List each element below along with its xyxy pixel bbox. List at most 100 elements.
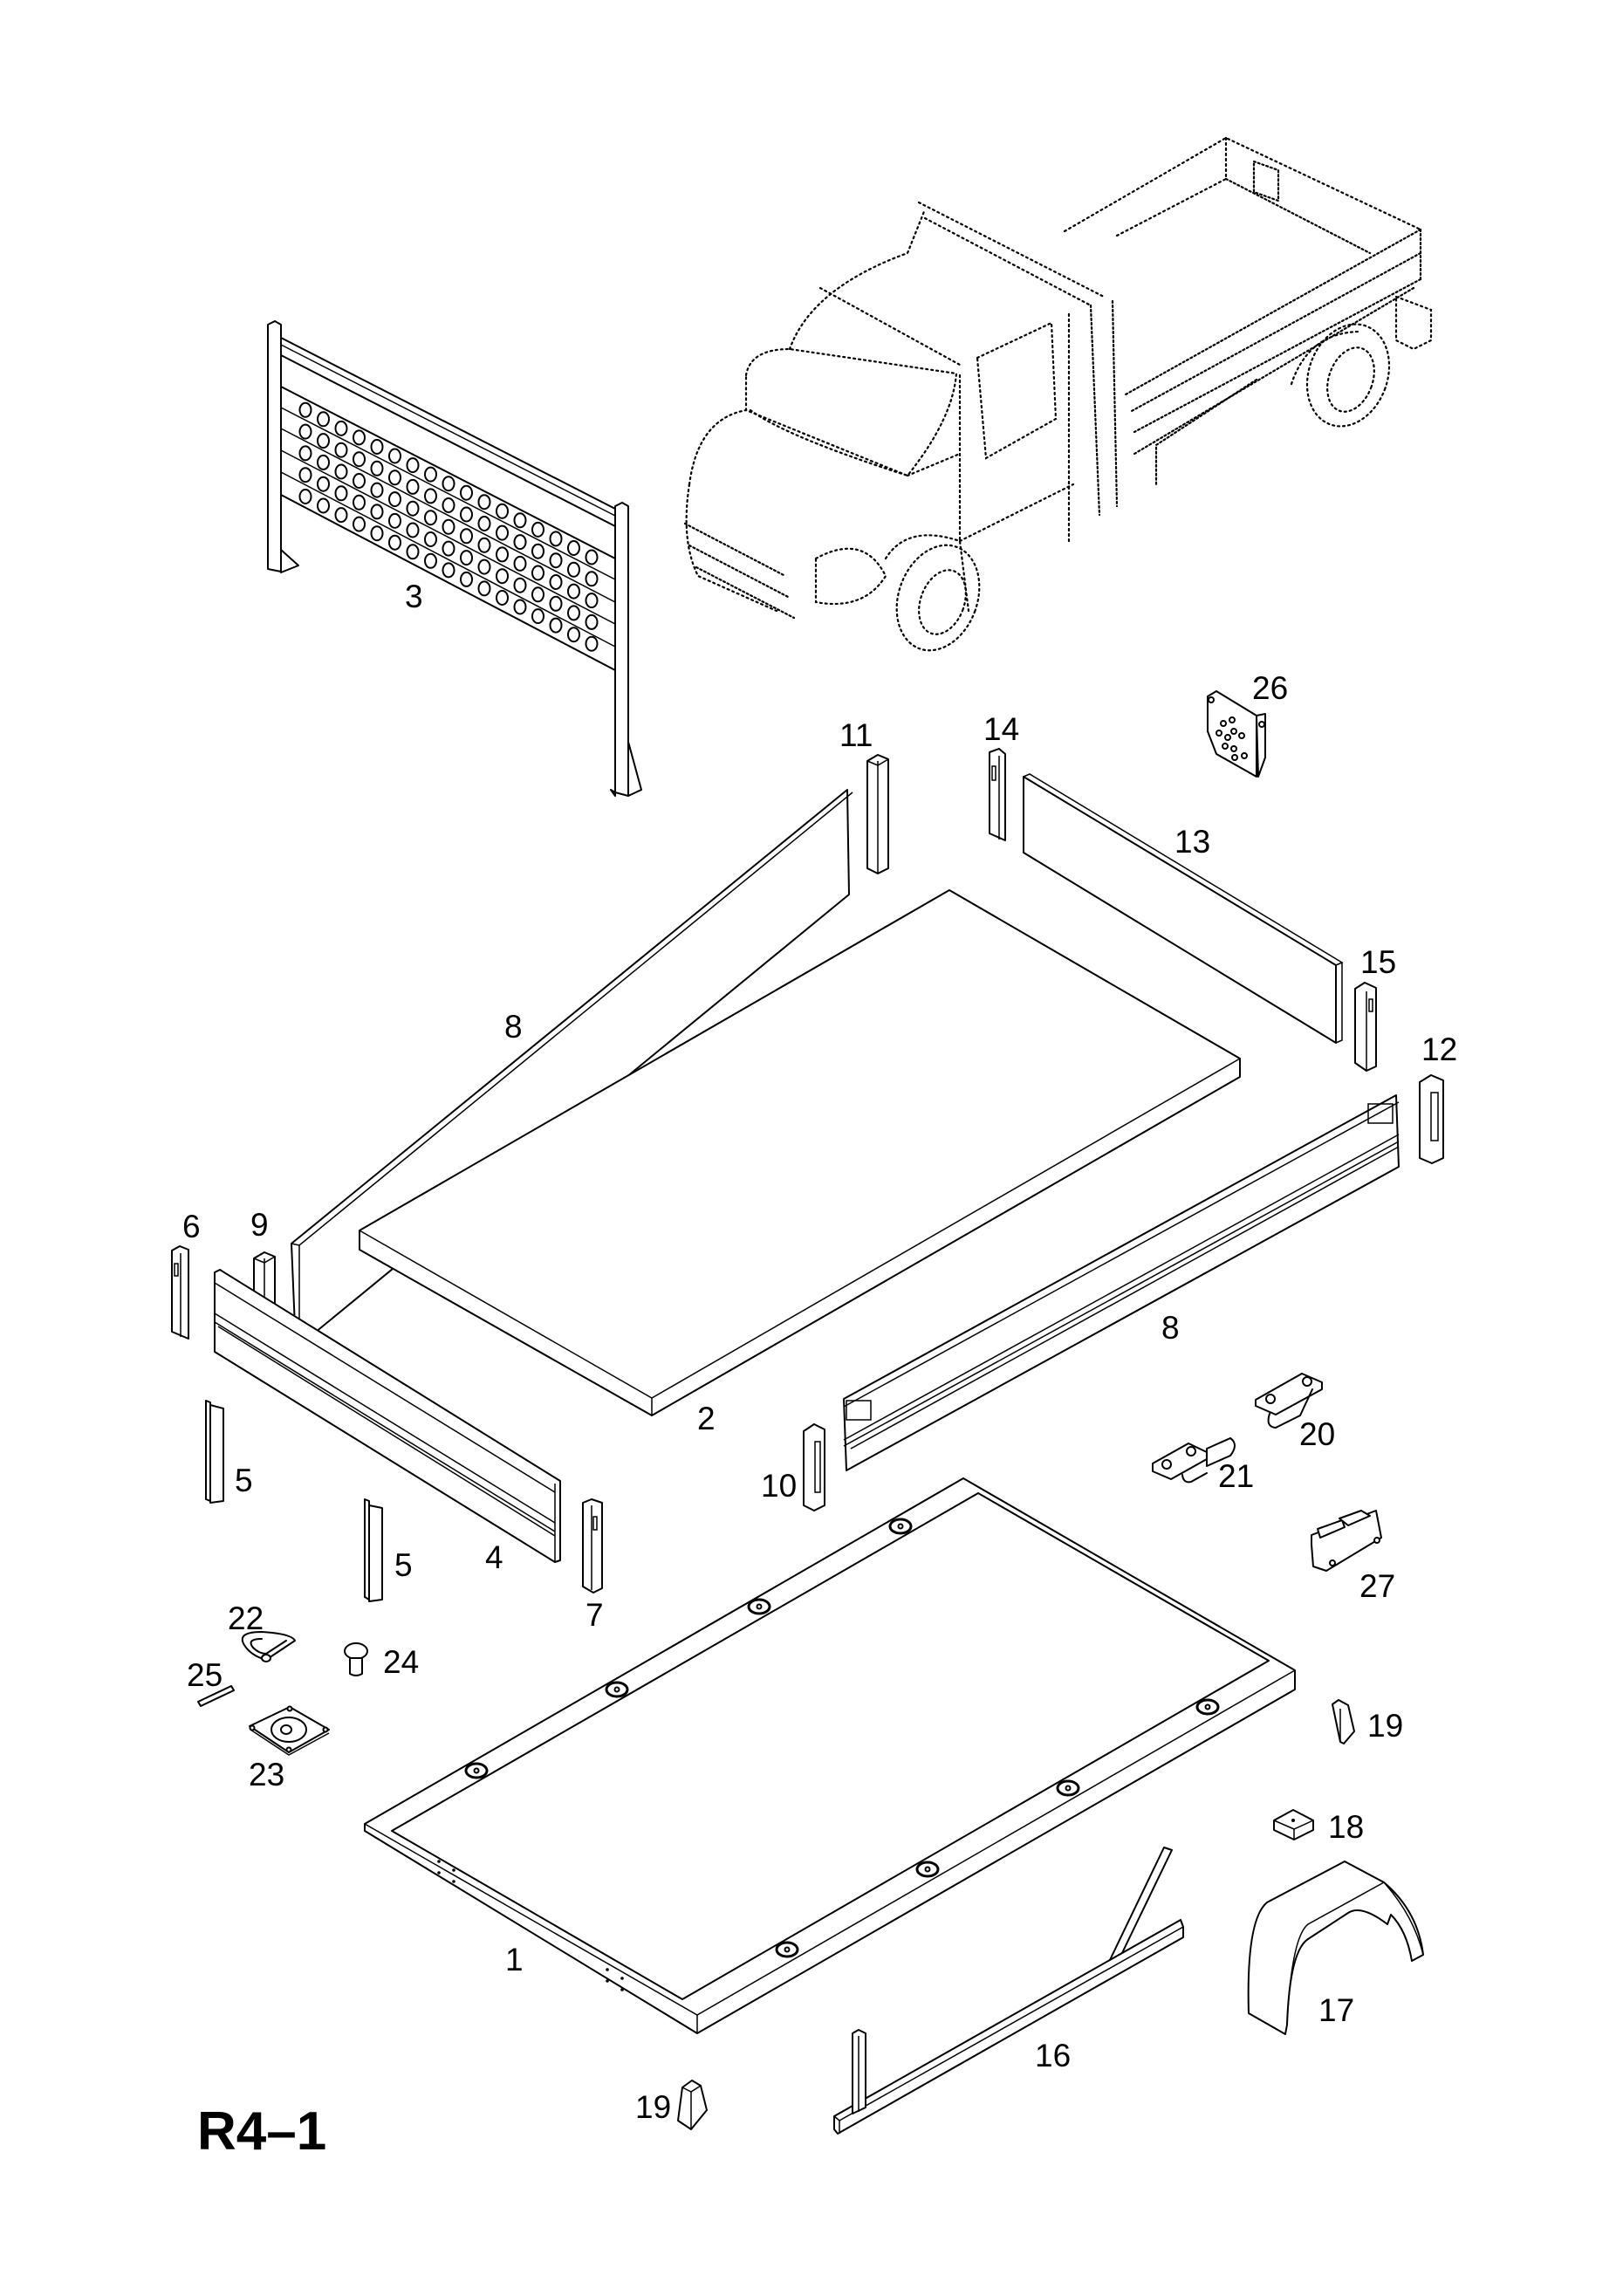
part-1-platform-frame[interactable] bbox=[364, 1477, 1296, 2034]
part-17-fender[interactable] bbox=[1247, 1861, 1424, 2035]
callout-19-upper[interactable]: 19 bbox=[1367, 1708, 1403, 1744]
part-15-corner-post[interactable] bbox=[1354, 982, 1377, 1072]
part-10-corner-post[interactable] bbox=[803, 1423, 825, 1511]
callout-19-lower[interactable]: 19 bbox=[635, 2089, 671, 2125]
partition-hole bbox=[567, 583, 580, 600]
callout-7[interactable]: 7 bbox=[586, 1597, 604, 1633]
callout-27[interactable]: 27 bbox=[1359, 1568, 1395, 1604]
callout-8-upper[interactable]: 8 bbox=[504, 1009, 523, 1045]
frame-bolts bbox=[464, 1518, 1220, 1958]
callout-3[interactable]: 3 bbox=[405, 579, 423, 614]
part-11-corner-post[interactable] bbox=[866, 754, 889, 874]
part-3-partition[interactable] bbox=[267, 320, 642, 797]
callout-17[interactable]: 17 bbox=[1318, 1992, 1354, 2028]
partition-hole bbox=[460, 506, 473, 523]
frame-rivets bbox=[437, 1860, 624, 1991]
partition-hole bbox=[549, 617, 563, 634]
partition-hole bbox=[585, 613, 599, 630]
partition-hole bbox=[370, 482, 384, 498]
part-8-side-board-lower[interactable] bbox=[843, 1094, 1400, 1471]
callout-15[interactable]: 15 bbox=[1360, 944, 1396, 980]
callout-22[interactable]: 22 bbox=[228, 1600, 264, 1636]
partition-hole bbox=[334, 507, 348, 524]
callout-18[interactable]: 18 bbox=[1328, 1809, 1364, 1845]
callout-21[interactable]: 21 bbox=[1218, 1458, 1254, 1494]
partition-hole bbox=[585, 549, 599, 565]
callout-24[interactable]: 24 bbox=[383, 1644, 419, 1680]
callout-23[interactable]: 23 bbox=[249, 1757, 284, 1792]
partition-hole bbox=[317, 433, 330, 449]
callout-26[interactable]: 26 bbox=[1252, 670, 1288, 706]
part-14-corner-post[interactable] bbox=[989, 748, 1006, 841]
partition-hole bbox=[298, 467, 312, 483]
partition-hole bbox=[567, 561, 580, 578]
part-19-wedge-upper[interactable] bbox=[1332, 1699, 1355, 1744]
callout-20[interactable]: 20 bbox=[1299, 1416, 1335, 1452]
part-26-bracket[interactable] bbox=[1207, 690, 1266, 778]
part-19-wedge-lower[interactable] bbox=[677, 2080, 708, 2130]
callout-1[interactable]: 1 bbox=[505, 1942, 524, 1977]
partition-hole bbox=[496, 524, 509, 541]
callout-5-left[interactable]: 5 bbox=[235, 1463, 253, 1498]
partition-hole bbox=[513, 577, 527, 593]
frame-bolt bbox=[464, 1762, 489, 1779]
part-21-hinge-pin[interactable] bbox=[1152, 1437, 1236, 1484]
part-4-front-board[interactable] bbox=[214, 1269, 561, 1563]
callout-13[interactable]: 13 bbox=[1174, 824, 1210, 860]
callout-6[interactable]: 6 bbox=[182, 1209, 201, 1244]
partition-hole bbox=[370, 460, 384, 476]
part-27-side-board-lock[interactable] bbox=[1311, 1510, 1382, 1572]
part-24-bolt[interactable] bbox=[344, 1642, 368, 1676]
callout-25[interactable]: 25 bbox=[187, 1657, 223, 1693]
partition-hole bbox=[585, 635, 599, 652]
callout-14[interactable]: 14 bbox=[983, 711, 1019, 747]
part-2-floor-panel[interactable] bbox=[359, 889, 1241, 1416]
part-5-stake-left[interactable] bbox=[205, 1400, 224, 1504]
partition-hole bbox=[353, 451, 366, 468]
part-23-base-plate[interactable] bbox=[249, 1705, 330, 1756]
part-16-support-beam[interactable] bbox=[833, 1847, 1184, 2135]
part-18-rubber-buffer[interactable] bbox=[1273, 1809, 1314, 1840]
partition-hole bbox=[442, 540, 455, 557]
partition-hole bbox=[477, 516, 491, 531]
callout-12[interactable]: 12 bbox=[1421, 1031, 1457, 1067]
partition-hole bbox=[406, 457, 420, 474]
partition-hole bbox=[353, 429, 366, 446]
partition-hole bbox=[424, 510, 437, 526]
partition-hole bbox=[388, 491, 401, 508]
partition-hole bbox=[567, 540, 580, 556]
partition-hole bbox=[388, 512, 401, 529]
callout-2[interactable]: 2 bbox=[697, 1401, 716, 1436]
callout-4[interactable]: 4 bbox=[485, 1539, 503, 1575]
callout-16[interactable]: 16 bbox=[1035, 2038, 1071, 2073]
part-22-lashing-ring[interactable] bbox=[241, 1631, 296, 1662]
frame-bolt bbox=[1056, 1779, 1080, 1797]
part-13-tailgate-board[interactable] bbox=[1023, 773, 1344, 1044]
partition-hole bbox=[460, 484, 473, 501]
callout-11[interactable]: 11 bbox=[839, 717, 873, 753]
partition-holes bbox=[298, 401, 599, 652]
reference-truck-outline bbox=[683, 136, 1433, 652]
part-25-pin[interactable] bbox=[197, 1685, 235, 1707]
partition-hole bbox=[567, 627, 580, 643]
diagram-title: R4–1 bbox=[197, 2101, 326, 2162]
partition-hole bbox=[406, 522, 420, 538]
callout-labels: 1 2 3 4 5 5 6 7 8 8 9 10 11 12 13 14 15 … bbox=[182, 579, 1457, 2125]
part-5-stake-center[interactable] bbox=[364, 1498, 383, 1602]
frame-bolt bbox=[747, 1598, 771, 1615]
partition-hole bbox=[317, 411, 330, 428]
part-20-hinge[interactable] bbox=[1255, 1373, 1323, 1429]
part-12-corner-post[interactable] bbox=[1419, 1074, 1444, 1164]
callout-8-lower[interactable]: 8 bbox=[1161, 1310, 1180, 1346]
partition-hole bbox=[585, 571, 599, 587]
part-6-corner-post[interactable] bbox=[171, 1245, 189, 1340]
partition-hole bbox=[298, 423, 312, 440]
partition-hole bbox=[298, 401, 312, 418]
partition-hole bbox=[513, 534, 527, 551]
callout-9[interactable]: 9 bbox=[250, 1207, 269, 1243]
partition-hole bbox=[477, 559, 491, 575]
callout-5-center[interactable]: 5 bbox=[394, 1547, 413, 1583]
part-7-corner-post[interactable] bbox=[582, 1498, 603, 1593]
partition-hole bbox=[388, 469, 401, 486]
callout-10[interactable]: 10 bbox=[761, 1468, 797, 1504]
